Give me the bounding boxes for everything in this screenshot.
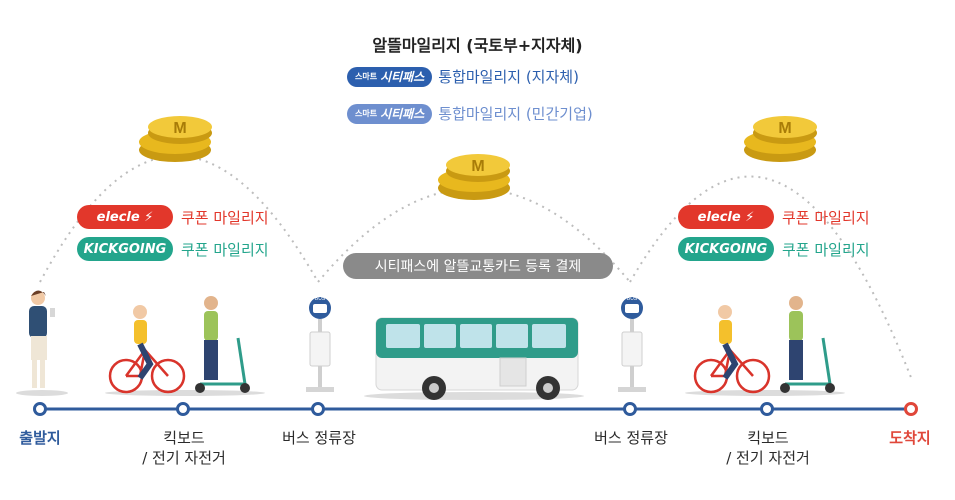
stop-label-start: 출발지 xyxy=(19,429,61,447)
stop-label-kickboard-2: 킥보드 / 전기 자전거 xyxy=(726,429,810,467)
stop-label-kickboard-1: 킥보드 / 전기 자전거 xyxy=(142,429,226,467)
mileage-row-private: 스마트 시티패스 통합마일리지 (민간기업) xyxy=(347,103,593,124)
mileage-text-local: 통합마일리지 (지자체) xyxy=(438,68,579,86)
coupon-text-kickgoing-right: 쿠폰 마일리지 xyxy=(782,240,870,259)
citypass-banner: 시티패스에 알뜰교통카드 등록 결제 xyxy=(343,253,613,279)
svg-text:M: M xyxy=(173,120,186,137)
badge-small-text: 스마트 xyxy=(355,72,378,81)
bus-icon xyxy=(375,317,579,400)
stop-label-bus-stop-2: 버스 정류장 xyxy=(594,429,668,447)
elecle-badge: elecle ⚡ xyxy=(77,205,173,229)
stop-label-bus-stop-1: 버스 정류장 xyxy=(282,429,356,447)
route-node-start xyxy=(33,402,47,416)
coin-stack-icon-left: M xyxy=(139,116,212,162)
elecle-badge: elecle ⚡ xyxy=(678,205,774,229)
mileage-text-private: 통합마일리지 (민간기업) xyxy=(438,105,593,123)
coupon-row-kickgoing-left: KICKGOING 쿠폰 마일리지 xyxy=(77,237,269,261)
bus-stop-sign-icon-right: BUS xyxy=(618,296,646,392)
kickgoing-badge: KICKGOING xyxy=(678,237,774,261)
svg-text:M: M xyxy=(471,158,484,175)
bicycle-rider-icon-right xyxy=(693,305,771,394)
coupon-row-kickgoing-right: KICKGOING 쿠폰 마일리지 xyxy=(678,237,870,261)
stop-label-end: 도착지 xyxy=(889,429,931,447)
badge-main-text: 시티패스 xyxy=(380,107,425,121)
coupon-text-elecle-left: 쿠폰 마일리지 xyxy=(181,208,269,227)
route-node-bus-stop-2 xyxy=(623,402,637,416)
coin-stack-icon-right: M xyxy=(744,116,817,162)
badge-main-text: 시티패스 xyxy=(380,70,425,84)
arc-right xyxy=(629,175,913,381)
badge-small-text: 스마트 xyxy=(355,109,378,118)
walking-person-icon xyxy=(29,290,55,388)
coupon-row-elecle-left: elecle ⚡ 쿠폰 마일리지 xyxy=(77,205,269,229)
route-node-kickboard-1 xyxy=(176,402,190,416)
smart-citypass-badge-light: 스마트 시티패스 xyxy=(347,103,433,124)
route-node-kickboard-2 xyxy=(760,402,774,416)
coupon-row-elecle-right: elecle ⚡ 쿠폰 마일리지 xyxy=(678,205,870,229)
coupon-text-kickgoing-left: 쿠폰 마일리지 xyxy=(181,240,269,259)
kickboard-rider-icon-left xyxy=(195,296,250,393)
route-node-end xyxy=(904,402,918,416)
bicycle-rider-icon-left xyxy=(108,305,186,394)
svg-text:BUS: BUS xyxy=(315,296,326,302)
route-node-bus-stop-1 xyxy=(311,402,325,416)
smart-citypass-badge: 스마트 시티패스 xyxy=(347,66,433,87)
coupon-text-elecle-right: 쿠폰 마일리지 xyxy=(782,208,870,227)
coin-stack-icon-middle: M xyxy=(438,154,510,200)
mileage-row-local: 스마트 시티패스 통합마일리지 (지자체) xyxy=(347,66,579,87)
kickgoing-badge: KICKGOING xyxy=(77,237,173,261)
svg-text:BUS: BUS xyxy=(627,296,638,302)
svg-text:M: M xyxy=(778,120,791,137)
page-title: 알뜰마일리지 (국토부+지자체) xyxy=(372,36,583,55)
kickboard-rider-icon-right xyxy=(780,296,835,393)
bus-stop-sign-icon-left: BUS xyxy=(306,296,334,392)
